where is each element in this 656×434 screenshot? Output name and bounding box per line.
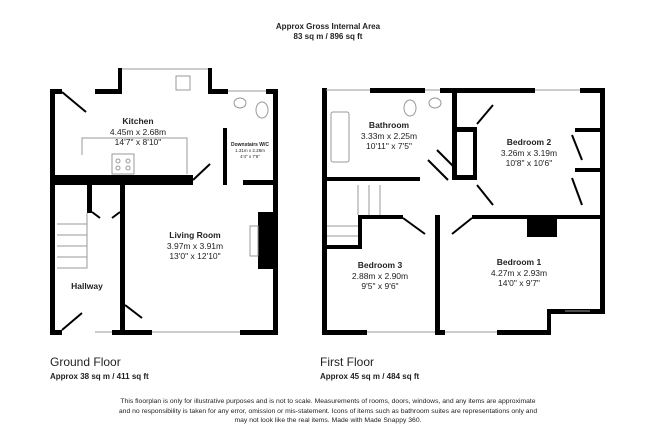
wall: [223, 128, 227, 185]
room-imperial: 10'11" x 7'5": [365, 141, 412, 151]
room-name: Bedroom 1: [496, 257, 542, 267]
wall: [240, 330, 278, 335]
room-metric: 3.33m x 2.25m: [360, 130, 418, 141]
wall: [208, 89, 228, 94]
room-metric: 2.88m x 2.90m: [351, 270, 409, 281]
wall: [273, 89, 278, 335]
ground-floor-area: Approx 38 sq m / 411 sq ft: [50, 372, 149, 381]
room-bedroom-3: Bedroom 3 2.88m x 2.90m 9'5" x 9'6": [352, 260, 408, 292]
room-name: Hallway: [71, 281, 103, 291]
room-imperial: 9'5" x 9'6": [361, 281, 399, 291]
kitchen-worktop: [81, 137, 188, 174]
room-name: Bedroom 3: [357, 260, 403, 270]
ground-floor-label: Ground Floor: [50, 355, 121, 369]
first-floor-fixtures: [326, 89, 590, 333]
wall: [266, 89, 278, 94]
wall: [452, 88, 457, 180]
bath-icon: [330, 111, 350, 163]
wall: [435, 215, 440, 330]
room-imperial: 14'0" x 9'7": [498, 278, 540, 288]
toilet-icon: [403, 99, 417, 117]
wall: [112, 330, 152, 335]
hob-icon: [111, 153, 135, 175]
room-imperial: 4'4" x 7'6": [240, 154, 260, 159]
sink-icon: [175, 75, 191, 91]
wall: [55, 175, 193, 185]
basin-icon: [428, 97, 442, 109]
wall: [118, 68, 122, 94]
toilet-icon: [255, 101, 269, 119]
room-imperial: 13'0" x 12'10": [169, 251, 221, 261]
room-downstairs-wc: Downstairs W/C 1.31m x 2.28m 4'4" x 7'6": [231, 142, 269, 160]
wall: [50, 89, 62, 94]
room-bedroom-1: Bedroom 1 4.27m x 2.93m 14'0" x 9'7": [491, 257, 547, 289]
wall: [50, 330, 62, 335]
ground-floor-plan: [50, 68, 278, 335]
stairs: [57, 213, 88, 269]
room-metric: 3.97m x 3.91m: [166, 240, 224, 251]
fireplace: [249, 225, 259, 257]
first-floor-label: First Floor: [320, 355, 374, 369]
ground-floor-doors: [61, 91, 211, 331]
wall: [120, 185, 125, 330]
room-bathroom: Bathroom 3.33m x 2.25m 10'11" x 7'5": [361, 120, 417, 152]
basin-icon: [233, 97, 247, 109]
disclaimer-line: This floorplan is only for illustrative …: [120, 398, 536, 405]
ground-floor-fixtures: [57, 68, 269, 333]
room-metric: 4.45m x 2.68m: [109, 126, 167, 137]
room-metric: 3.26m x 3.19m: [500, 147, 558, 158]
room-name: Kitchen: [122, 116, 154, 126]
chimney-breast: [258, 212, 273, 269]
wall: [322, 88, 327, 335]
first-floor-area: Approx 45 sq m / 484 sq ft: [320, 372, 420, 381]
room-imperial: 14'7" x 8'10": [114, 137, 162, 147]
disclaimer-line: may not look like the real items. Made w…: [234, 417, 422, 424]
room-metric: 1.31m x 2.28m: [235, 148, 265, 153]
wall: [50, 89, 55, 335]
chimney-breast: [527, 219, 557, 237]
room-name: Bathroom: [368, 120, 410, 130]
room-metric: 4.27m x 2.93m: [490, 267, 548, 278]
room-hallway: Hallway: [71, 281, 103, 292]
room-bedroom-2: Bedroom 2 3.26m x 3.19m 10'8" x 10'6": [501, 137, 557, 169]
gross-area-header: Approx Gross Internal Area 83 sq m / 896…: [276, 22, 380, 42]
header-title: Approx Gross Internal Area: [275, 22, 381, 31]
wall: [95, 89, 120, 94]
room-living-room: Living Room 3.97m x 3.91m 13'0" x 12'10": [167, 230, 223, 262]
wall: [600, 88, 605, 314]
room-name: Downstairs W/C: [230, 142, 270, 148]
room-name: Bedroom 2: [506, 137, 552, 147]
room-imperial: 10'8" x 10'6": [505, 158, 553, 168]
first-floor-doors: [402, 104, 583, 235]
wall: [87, 185, 92, 213]
header-area: 83 sq m / 896 sq ft: [293, 32, 363, 41]
wall: [208, 68, 212, 94]
wall: [243, 180, 278, 185]
room-name: Living Room: [169, 230, 221, 240]
room-kitchen: Kitchen 4.45m x 2.68m 14'7" x 8'10": [110, 116, 166, 148]
disclaimer-line: and no responsibility is taken for any e…: [118, 407, 538, 415]
disclaimer: This floorplan is only for illustrative …: [119, 397, 537, 426]
